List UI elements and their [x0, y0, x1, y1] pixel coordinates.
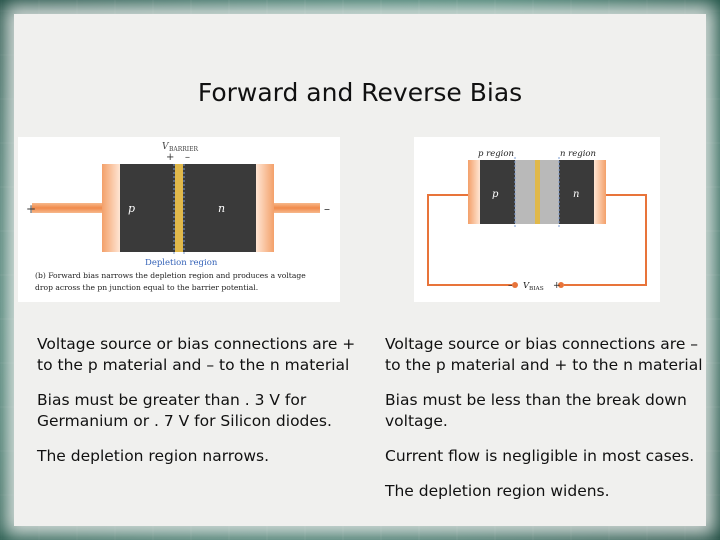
left-lead	[32, 203, 116, 213]
right-contact	[256, 164, 274, 252]
forward-note-depletion: The depletion region narrows.	[37, 447, 269, 465]
vbias-sub: BIAS	[529, 286, 544, 292]
n-label: n	[573, 189, 579, 200]
p-region-label: p region	[478, 149, 514, 159]
n-region-label: n region	[560, 149, 596, 159]
forward-caption-line1: (b) Forward bias narrows the depletion r…	[35, 271, 306, 280]
junction	[535, 160, 540, 224]
vbias-label: V	[523, 281, 530, 291]
vbarrier-sub: BARRIER	[169, 146, 199, 153]
vbarrier-label: V	[162, 142, 170, 152]
reverse-bias-figure: p region n region p n – V BIAS +	[414, 137, 660, 302]
reverse-bias-diagram: p region n region p n – V BIAS +	[427, 149, 647, 292]
forward-bias-figure: V BARRIER + – p n + – Depletion region (…	[18, 137, 340, 302]
forward-note-connections: Voltage source or bias connections are +…	[37, 335, 356, 374]
reverse-note-current: Current flow is negligible in most cases…	[385, 447, 695, 465]
forward-caption-line2: drop across the pn junction equal to the…	[35, 283, 258, 292]
diode-body	[120, 164, 256, 252]
left-contact	[102, 164, 120, 252]
reverse-note-connections: Voltage source or bias connections are –…	[385, 335, 703, 374]
right-lead	[270, 203, 320, 213]
reverse-bias-notes: Voltage source or bias connections are –…	[385, 334, 715, 516]
vbias-minus: –	[508, 281, 513, 291]
junction-minus: –	[185, 152, 190, 163]
n-label: n	[218, 202, 225, 215]
left-terminal-sign: +	[26, 202, 36, 216]
battery-negative-terminal	[512, 282, 518, 288]
reverse-note-breakdown: Bias must be less than the break down vo…	[385, 391, 687, 430]
forward-bias-diagram: V BARRIER + – p n + – Depletion region (…	[26, 142, 330, 292]
right-contact	[594, 160, 606, 224]
junction-plus: +	[166, 152, 174, 163]
battery-positive-terminal	[558, 282, 564, 288]
right-terminal-sign: –	[324, 202, 330, 216]
slide-title: Forward and Reverse Bias	[197, 78, 523, 107]
left-contact	[468, 160, 480, 224]
depletion-label: Depletion region	[145, 258, 218, 268]
vbias-plus: +	[553, 281, 561, 291]
p-label: p	[492, 189, 499, 200]
reverse-note-depletion: The depletion region widens.	[385, 482, 610, 500]
left-wire	[427, 194, 512, 286]
forward-bias-notes: Voltage source or bias connections are +…	[37, 334, 357, 481]
forward-note-threshold: Bias must be greater than . 3 V for Germ…	[37, 391, 332, 430]
depletion-region	[175, 164, 183, 252]
right-wire	[564, 194, 647, 286]
p-label: p	[128, 202, 135, 215]
